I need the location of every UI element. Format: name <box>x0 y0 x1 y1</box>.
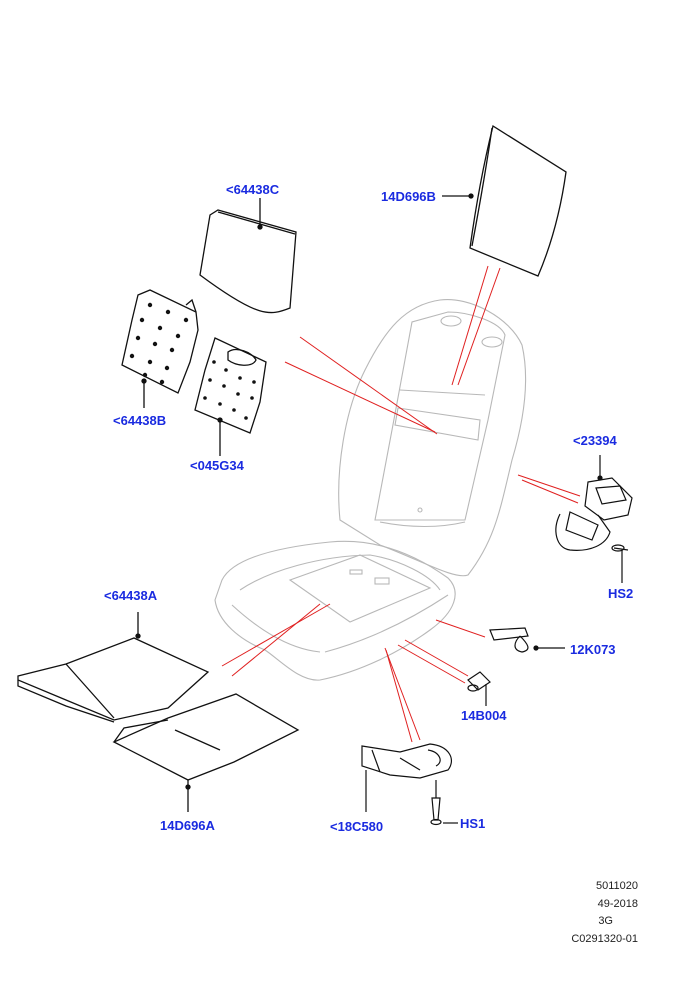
pad-14d696a[interactable] <box>112 693 300 812</box>
callout-64438a[interactable]: <64438A <box>104 588 158 603</box>
connector-12k073[interactable] <box>489 627 565 653</box>
bolt-hs1[interactable] <box>430 780 458 826</box>
sensor-14b004[interactable] <box>467 671 491 706</box>
footer-ref-line4: C0291320-01 <box>571 933 638 945</box>
callout-hs1[interactable]: HS1 <box>460 816 486 831</box>
callout-18c580[interactable]: <18C580 <box>330 819 384 834</box>
panel-64438b[interactable] <box>121 289 199 408</box>
callout-64438b[interactable]: <64438B <box>113 413 167 428</box>
pad-64438c[interactable] <box>199 198 297 314</box>
actuator-23394[interactable] <box>555 455 633 551</box>
callout-045g34[interactable]: <045G34 <box>190 458 244 473</box>
callout-64438c[interactable]: <64438C <box>226 182 280 197</box>
callout-12k073[interactable]: 12K073 <box>570 642 616 657</box>
pad-14d696b[interactable] <box>442 124 567 277</box>
callout-14d696b[interactable]: 14D696B <box>381 189 436 204</box>
callout-14d696a[interactable]: 14D696A <box>160 818 215 833</box>
seat-cushion-outline <box>214 540 456 681</box>
seat-backrest-outline <box>338 298 527 577</box>
pad-64438a[interactable] <box>17 612 210 723</box>
screw-hs2[interactable] <box>611 544 629 583</box>
footer-ref-line2: 49-2018 <box>597 898 638 910</box>
footer-ref-line1: 5011020 <box>595 880 638 892</box>
harness-18c580[interactable] <box>361 743 452 812</box>
leader-lines <box>221 265 581 743</box>
callout-14b004[interactable]: 14B004 <box>461 708 507 723</box>
callout-23394[interactable]: <23394 <box>573 433 617 448</box>
callout-hs2[interactable]: HS2 <box>608 586 634 601</box>
heater-mat-045g34[interactable] <box>194 337 267 456</box>
footer-ref-line3: 3G <box>598 915 613 927</box>
